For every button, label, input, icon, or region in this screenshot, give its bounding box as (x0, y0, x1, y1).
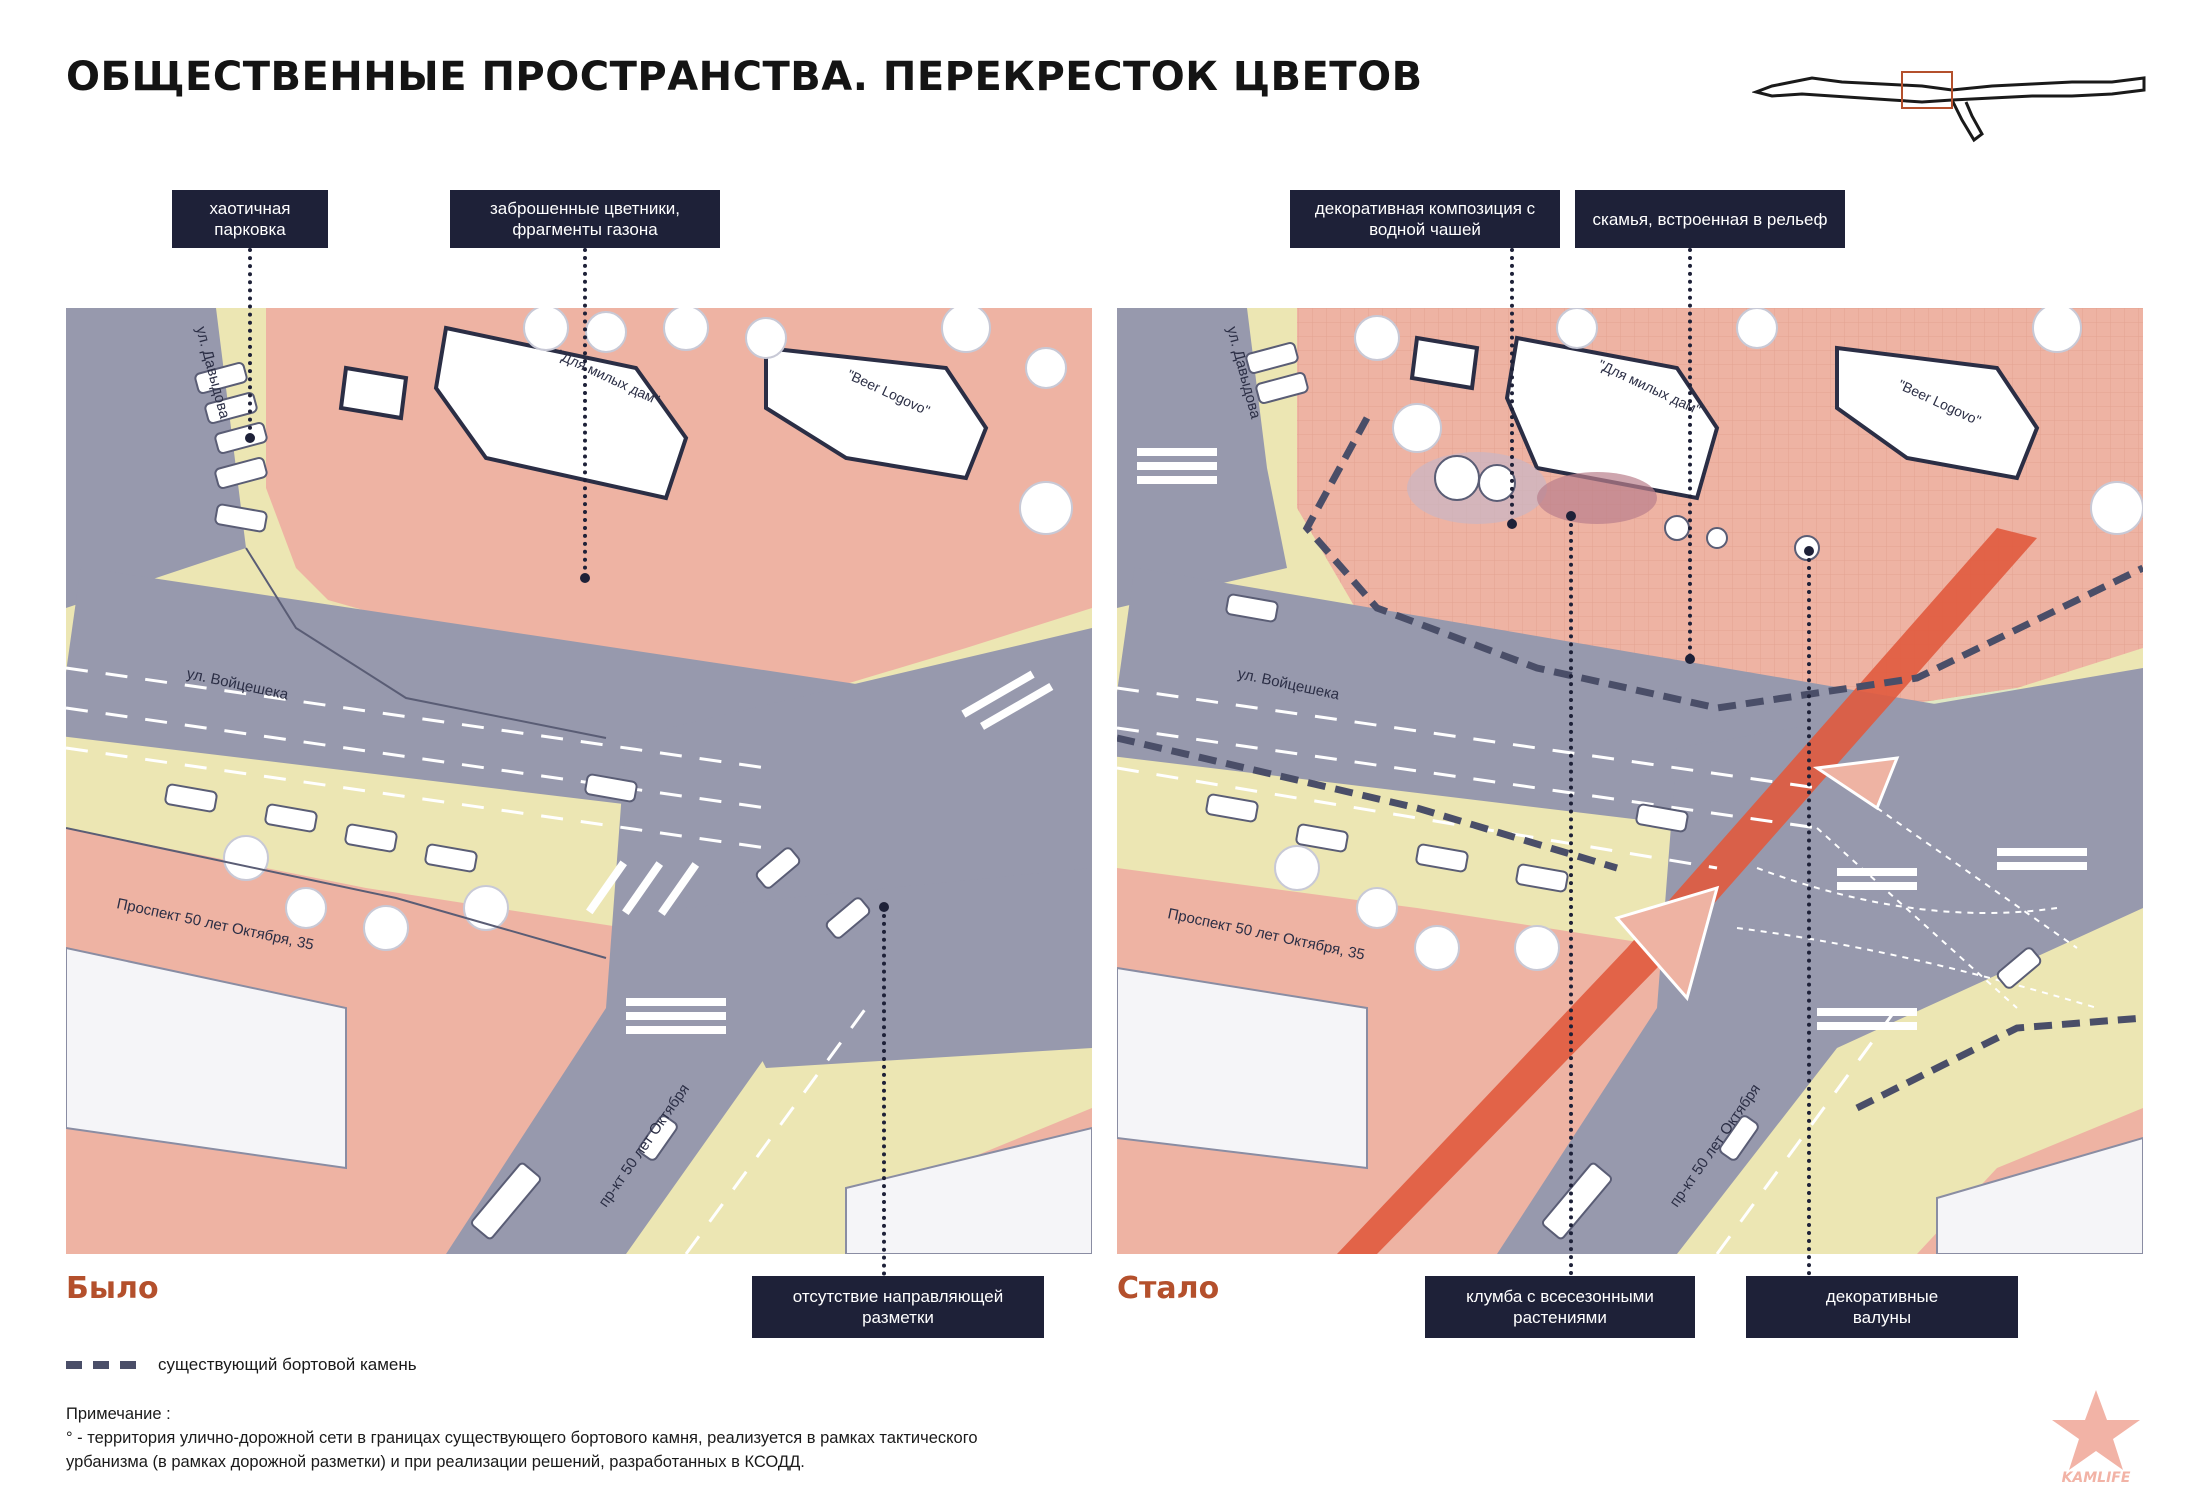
footnote-line: ° - территория улично-дорожной сети в гр… (66, 1429, 978, 1447)
callout-abandoned-flowerbeds: заброшенные цветники, фрагменты газона (450, 190, 720, 248)
page-title: ОБЩЕСТВЕННЫЕ ПРОСТРАНСТВА. ПЕРЕКРЕСТОК Ц… (66, 54, 1423, 100)
after-label: Стало (1117, 1271, 1220, 1306)
callout-leader (1510, 248, 1514, 523)
existing-curb-line (1117, 734, 1619, 872)
footnote-line: урбанизма (в рамках дорожной разметки) и… (66, 1453, 805, 1471)
flowerbed (1537, 472, 1657, 524)
callout-leader (248, 248, 252, 438)
callout-leader (882, 906, 886, 1276)
callout-leader-dot (245, 433, 255, 443)
existing-curb-line (1302, 416, 2143, 712)
callout-leader-dot (580, 573, 590, 583)
before-label: Было (66, 1271, 159, 1306)
legend-curb-swatch (66, 1361, 136, 1369)
brand-star-icon (2052, 1390, 2140, 1470)
callout-water-bowl: декоративная композиция с водной чашей (1290, 190, 1560, 248)
callout-leader-dot (1566, 511, 1576, 521)
callout-chaotic-parking: хаотичная парковка (172, 190, 328, 248)
water-bowl-composition (1407, 452, 1547, 524)
before-plan: ул. Давыдова ул. Войцешека Проспект 50 л… (66, 308, 1092, 1254)
callout-leader (1688, 248, 1692, 658)
legend-curb-label: существующий бортовой камень (158, 1355, 417, 1374)
footnote: Примечание : ° - территория улично-дорож… (66, 1402, 1126, 1474)
key-plan-frame (1901, 71, 1953, 109)
legend: существующий бортовой камень (66, 1355, 417, 1375)
callout-boulders: декоративные валуны (1746, 1276, 2018, 1338)
callout-leader (1569, 515, 1573, 1276)
callout-leader (1807, 550, 1811, 1276)
callout-flowerbed: клумба с всесезонными растениями (1425, 1276, 1695, 1338)
callout-leader-dot (1804, 546, 1814, 556)
existing-curb-line (1855, 1014, 2143, 1112)
callout-no-markings: отсутствие направляющей разметки (752, 1276, 1044, 1338)
callout-bench: скамья, встроенная в рельеф (1575, 190, 1845, 248)
callout-leader-dot (879, 902, 889, 912)
footnote-heading: Примечание : (66, 1405, 171, 1423)
callout-leader-dot (1507, 519, 1517, 529)
after-plan: ул. Давыдова ул. Войцешека Проспект 50 л… (1117, 308, 2143, 1254)
callout-leader (583, 248, 587, 578)
key-plan-map (1752, 71, 2146, 143)
callout-leader-dot (1685, 654, 1695, 664)
brand-logo-text: KAMLIFE (2061, 1470, 2131, 1486)
